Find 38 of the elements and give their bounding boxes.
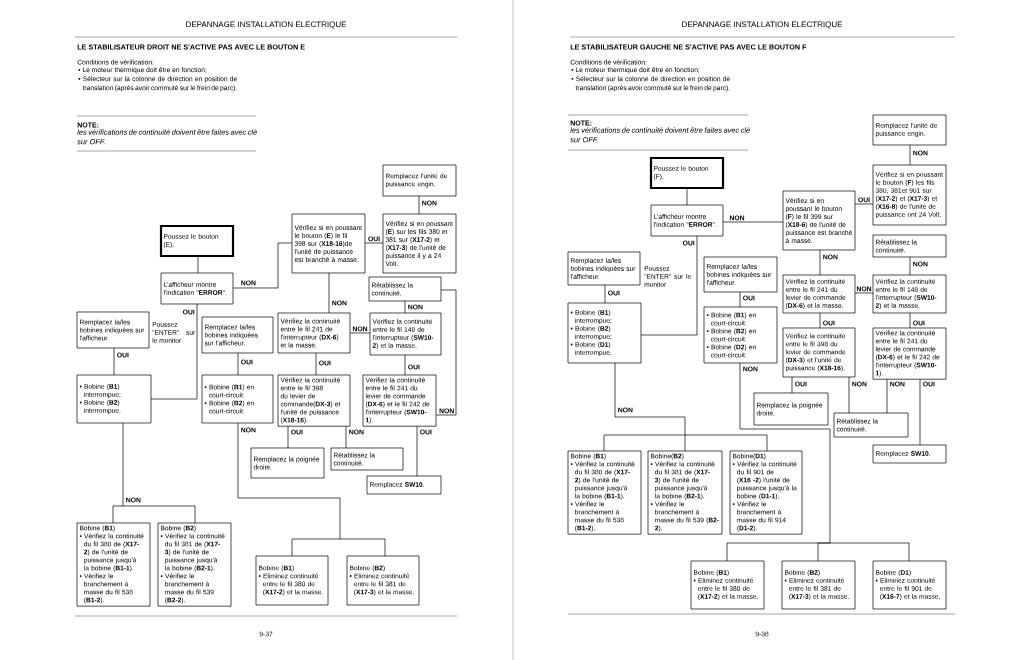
connector-line [886,378,888,414]
connector-line [686,187,688,206]
connector-line [726,362,910,562]
connector-line [237,422,386,557]
connector-line [364,242,384,244]
connector-line [791,376,793,394]
connector-line [345,425,347,449]
connector-line [237,352,239,376]
connector-line [315,352,317,376]
connector-line [328,272,330,314]
connector-line [150,303,198,400]
connector-line [404,354,406,376]
connector-line [197,255,199,274]
connector-line [640,235,698,336]
connector-line [112,422,196,524]
connector-line [919,378,921,446]
connector-line [416,425,418,477]
connector-line [739,291,741,308]
connector-line [604,284,606,304]
connector-line [349,332,371,334]
connector-line [819,312,821,329]
connector-line [909,312,911,329]
connector-line [287,425,289,449]
connector-line [418,195,420,215]
connector-line [854,203,874,205]
page-header: DEPANNAGE INSTALLATION ELECTRIQUE [682,21,843,29]
connector-line [113,347,115,376]
connector-line [909,144,911,166]
connector-line [722,221,784,223]
connector-line [848,376,850,414]
connector-line [854,292,874,294]
connector-line [819,249,821,276]
connector-line [232,242,293,289]
page-header: DEPANNAGE INSTALLATION ELECTRIQUE [186,21,347,29]
connector-line [404,300,406,314]
connector-line [603,362,768,452]
connector-line [435,289,457,416]
connector-line [909,256,911,276]
